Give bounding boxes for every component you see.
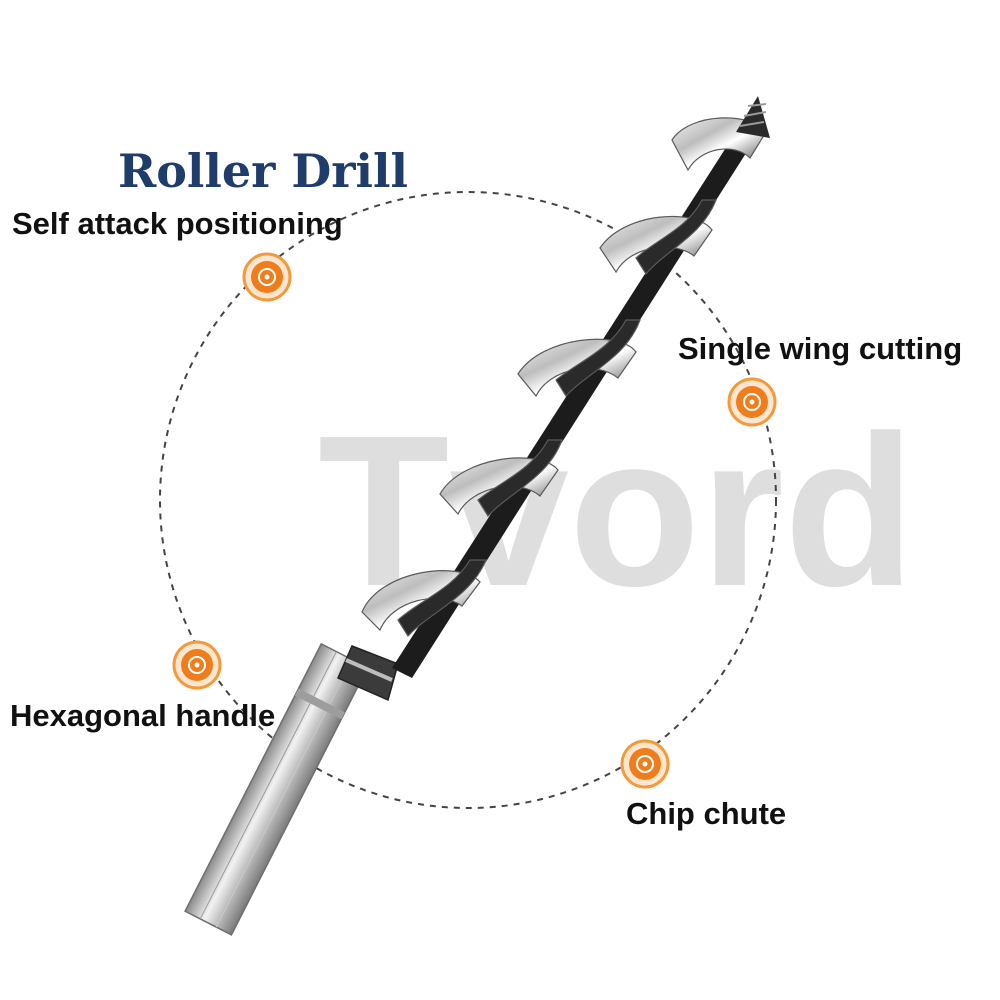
feature-label-hexagonal-handle: Hexagonal handle: [10, 698, 276, 733]
hex-shank: [184, 642, 369, 936]
marker-chip-chute-icon: [620, 739, 670, 789]
feature-label-self-attack: Self attack positioning: [12, 206, 343, 241]
marker-hexagonal-handle-icon: [172, 640, 222, 690]
screw-tip: [736, 96, 770, 138]
shank-collar: [337, 645, 399, 702]
feature-label-single-wing: Single wing cutting: [678, 331, 963, 366]
feature-label-chip-chute: Chip chute: [626, 796, 787, 831]
product-title: Roller Drill: [118, 144, 408, 198]
marker-self-attack-icon: [242, 252, 292, 302]
marker-single-wing-icon: [727, 377, 777, 427]
drill-core: [392, 118, 762, 678]
